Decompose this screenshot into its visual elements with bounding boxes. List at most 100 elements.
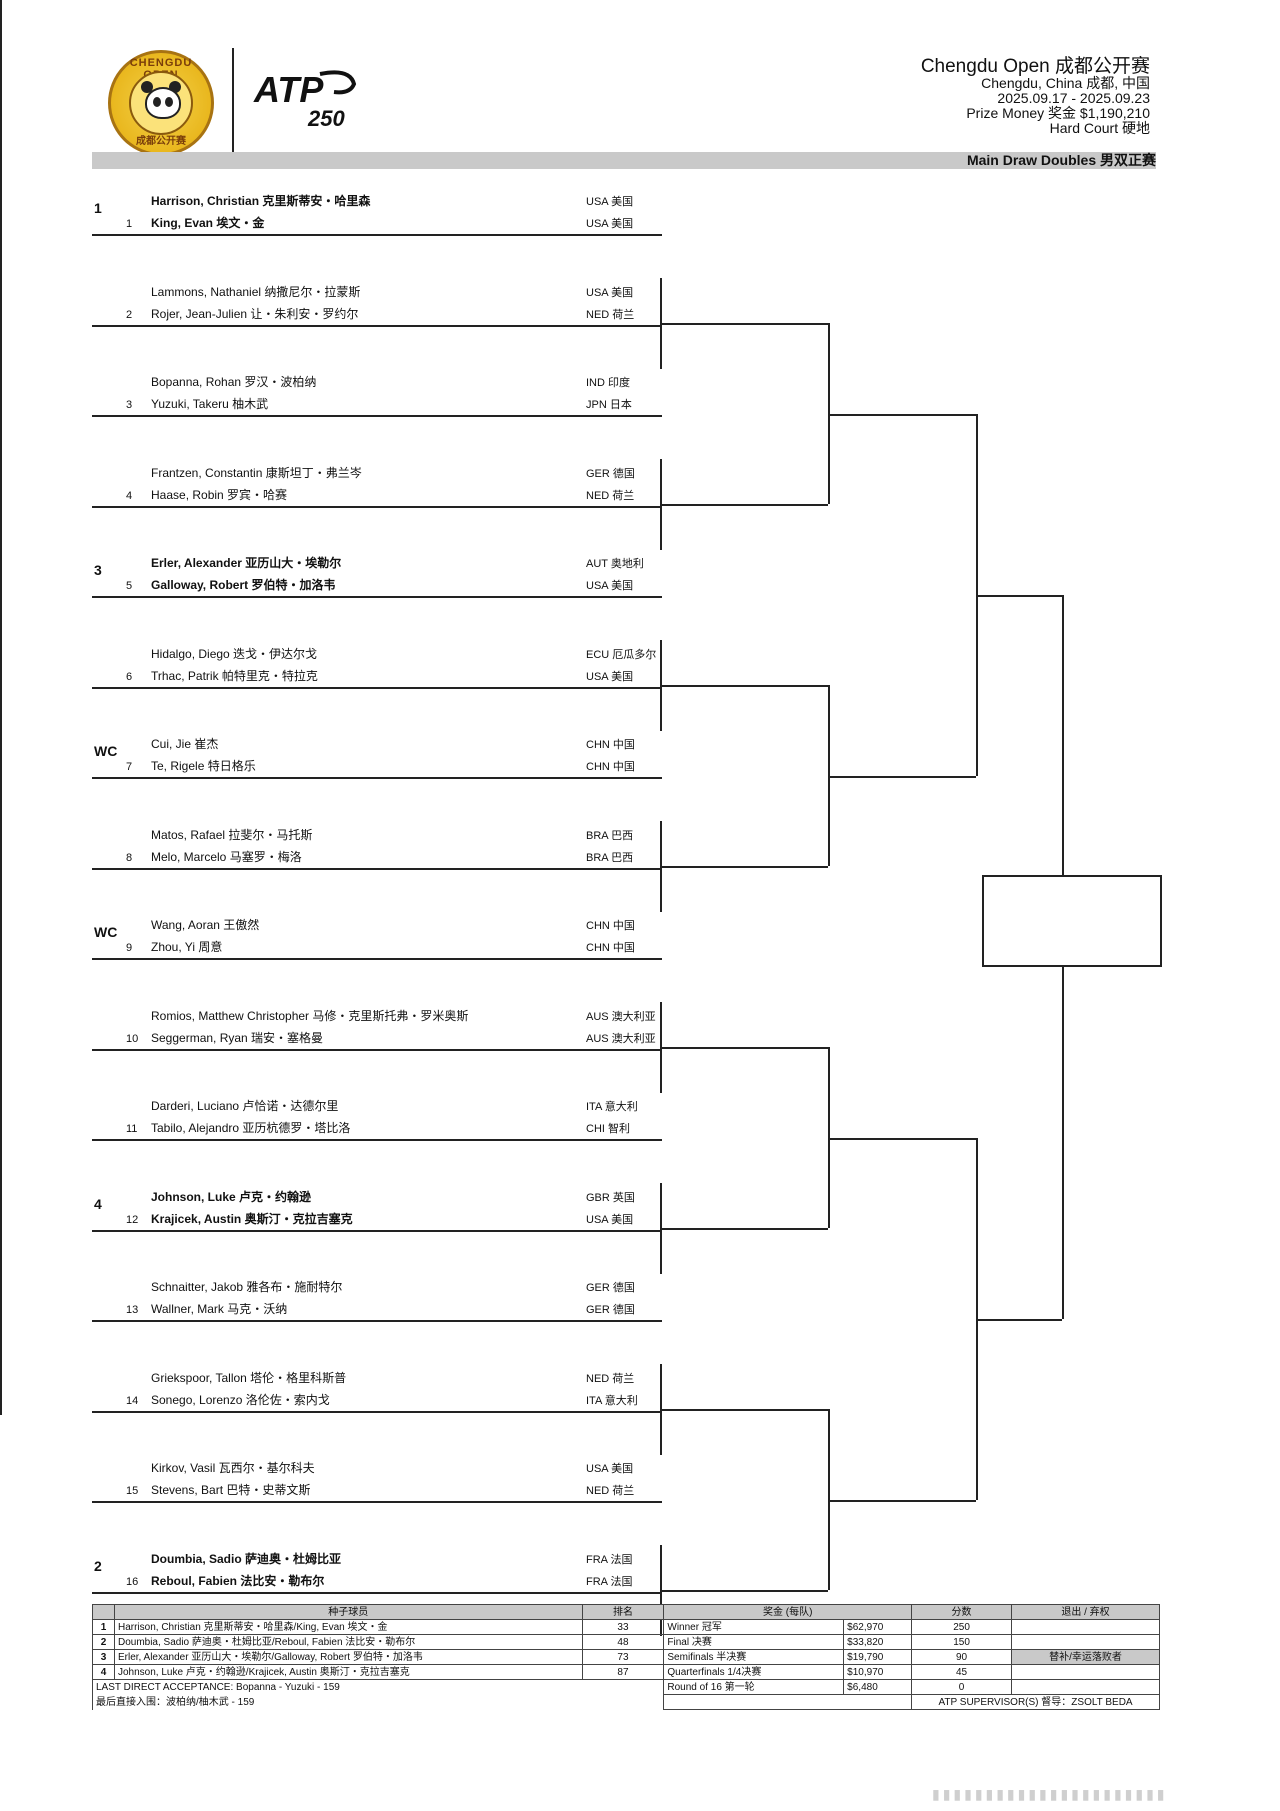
seeds-header: 种子球员 <box>113 1604 583 1620</box>
page-indicator-dots: ▮▮▮▮▮▮▮▮▮▮▮▮▮▮▮▮▮▮▮▮▮▮ <box>932 1786 1168 1802</box>
table-row: 4 Johnson, Luke 卢克・约翰逊/Krajicek, Austin … <box>92 1664 1160 1680</box>
seed-rank: 48 <box>581 1634 665 1650</box>
player-name: Harrison, Christian 克里斯蒂安・哈里森 <box>151 194 371 208</box>
player-country: USA 美国 <box>586 1213 634 1226</box>
surface: Hard Court 硬地 <box>1049 120 1150 136</box>
prize-round: Quarterfinals 1/4决赛 <box>663 1664 845 1680</box>
player-country: USA 美国 <box>586 580 634 592</box>
bracket-line <box>660 1590 828 1593</box>
player-country: ECU 厄瓜多尔 <box>586 648 657 661</box>
team-line <box>92 867 662 870</box>
table-row: 最后直接入围：波柏纳/柚木武 - 159 ATP SUPERVISOR(S) 督… <box>91 1694 1160 1710</box>
atp-logo-text: ATP <box>253 70 324 110</box>
draw-left-rule <box>0 0 2 1415</box>
prize-amount: $33,820 <box>843 1634 913 1650</box>
bracket-line <box>660 1047 828 1050</box>
player-name: Frantzen, Constantin 康斯坦丁・弗兰岑 <box>151 465 362 480</box>
prize-amount: $10,970 <box>843 1664 913 1680</box>
player-name: Johnson, Luke 卢克・约翰逊 <box>151 1189 312 1204</box>
player-name: Sonego, Lorenzo 洛伦佐・索内戈 <box>151 1392 330 1407</box>
logo-divider <box>232 48 234 152</box>
draw-position: 3 <box>126 399 133 411</box>
seed-team: Johnson, Luke 卢克・约翰逊/Krajicek, Austin 奥斯… <box>113 1664 583 1680</box>
prize-round: Final 决赛 <box>663 1634 845 1650</box>
team-line <box>92 415 662 417</box>
player-name: Galloway, Robert 罗伯特・加洛韦 <box>151 578 336 592</box>
player-name: Trhac, Patrik 帕特里克・特拉克 <box>151 668 318 683</box>
points-header: 分数 <box>911 1604 1013 1620</box>
draw-position: 2 <box>126 308 133 321</box>
player-name: Reboul, Fabien 法比安・勒布尔 <box>151 1573 325 1588</box>
table-row: 1 Harrison, Christian 克里斯蒂安・哈里森/King, Ev… <box>92 1619 1160 1635</box>
table-row: LAST DIRECT ACCEPTANCE: Bopanna - Yuzuki… <box>91 1679 1160 1695</box>
team-line <box>92 324 662 327</box>
draw-position: 6 <box>126 670 133 683</box>
player-name: Lammons, Nathaniel 纳撒尼尔・拉蒙斯 <box>151 284 361 299</box>
prize-points: 150 <box>911 1634 1013 1650</box>
team-line <box>92 1320 662 1322</box>
player-country: GER 德国 <box>586 1282 635 1294</box>
atp-swoosh-icon <box>319 70 357 95</box>
seed-label: 1 <box>94 200 102 216</box>
panda-emblem <box>129 71 193 135</box>
draw-position: 8 <box>126 851 133 864</box>
team-line <box>92 596 662 598</box>
player-name: King, Evan 埃文・金 <box>151 216 265 230</box>
logo-ring-text-bottom: 成都公开赛 <box>136 136 186 147</box>
prize-header: 奖金 (每队) <box>663 1604 913 1620</box>
player-country: CHI 智利 <box>586 1123 630 1135</box>
withdrawals-header: 退出 / 弃权 <box>1011 1604 1160 1620</box>
draw-position: 14 <box>126 1394 139 1407</box>
atp-logo-number: 250 <box>307 106 345 130</box>
seeds-prize-table: 种子球员 排名 奖金 (每队) 分数 退出 / 弃权 1 Harrison, C… <box>91 1604 1160 1710</box>
rank-header: 排名 <box>581 1604 665 1620</box>
draw-position: 4 <box>126 489 133 502</box>
header-bar <box>92 152 1156 169</box>
seed-rank: 33 <box>581 1619 665 1635</box>
chengdu-open-logo: CHENGDU OPEN 成都公开赛 <box>108 50 214 156</box>
player-country: ITA 意大利 <box>586 1101 638 1113</box>
player-name: Erler, Alexander 亚历山大・埃勒尔 <box>151 556 342 570</box>
draw-position: 12 <box>126 1213 139 1226</box>
player-name: Romios, Matthew Christopher 马修・克里斯托弗・罗米奥… <box>151 1008 469 1023</box>
player-country: BRA 巴西 <box>586 851 634 864</box>
player-country: CHN 中国 <box>586 739 635 751</box>
draw-position: 11 <box>126 1123 138 1135</box>
champion-box <box>982 875 1162 967</box>
team-line <box>92 1048 662 1051</box>
draw-position: 10 <box>126 1032 139 1045</box>
team-line <box>92 234 662 236</box>
bracket-line <box>660 1228 828 1231</box>
team-line <box>92 1229 662 1232</box>
player-name: Stevens, Bart 巴特・史蒂文斯 <box>151 1483 311 1497</box>
bracket-line <box>660 866 828 869</box>
seed-label: WC <box>94 924 118 940</box>
seed-team: Harrison, Christian 克里斯蒂安・哈里森/King, Evan… <box>113 1619 583 1635</box>
team-line <box>92 686 662 689</box>
team-line <box>92 505 662 508</box>
tournament-location: Chengdu, China 成都, 中国 <box>981 75 1150 91</box>
bracket-line <box>828 775 976 778</box>
team-line <box>92 1410 662 1413</box>
prize-points: 250 <box>911 1619 1013 1635</box>
seed-rank: 73 <box>581 1649 665 1665</box>
prize-points: 45 <box>911 1664 1013 1680</box>
seed-team: Doumbia, Sadio 萨迪奥・杜姆比亚/Reboul, Fabien 法… <box>113 1634 583 1650</box>
player-country: GBR 英国 <box>586 1191 635 1204</box>
player-name: Doumbia, Sadio 萨迪奥・杜姆比亚 <box>151 1551 342 1566</box>
player-name: Kirkov, Vasil 瓦西尔・基尔科夫 <box>151 1461 315 1475</box>
prize-points: 90 <box>911 1649 1013 1665</box>
player-country: GER 德国 <box>586 1304 635 1316</box>
player-name: Griekspoor, Tallon 塔伦・格里科斯普 <box>151 1370 347 1385</box>
player-country: USA 美国 <box>586 670 634 683</box>
player-country: CHN 中国 <box>586 942 635 954</box>
player-country: IND 印度 <box>586 377 630 389</box>
player-name: Tabilo, Alejandro 亚历杭德罗・塔比洛 <box>151 1121 351 1135</box>
table-row: 3 Erler, Alexander 亚历山大・埃勒尔/Galloway, Ro… <box>92 1649 1160 1665</box>
player-name: Haase, Robin 罗宾・哈赛 <box>151 487 288 502</box>
team-line <box>92 1501 662 1503</box>
prize-round: Round of 16 第一轮 <box>663 1679 845 1695</box>
player-name: Zhou, Yi 周意 <box>151 940 223 954</box>
player-country: AUS 澳大利亚 <box>586 1010 656 1023</box>
